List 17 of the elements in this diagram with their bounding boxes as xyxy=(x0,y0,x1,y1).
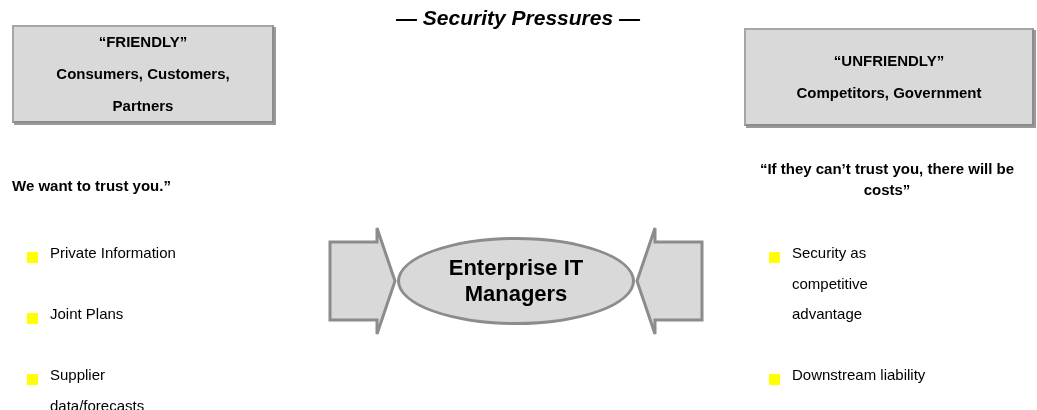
box-heading: “UNFRIENDLY” xyxy=(832,51,946,71)
bullet-text: Private Information xyxy=(50,243,176,263)
quote-text: We want to trust you.” xyxy=(12,176,172,196)
bullet-text: Supplier data/forecasts xyxy=(50,365,146,410)
box-text: Competitors, Government xyxy=(795,83,983,103)
box-heading: “FRIENDLY” xyxy=(97,32,189,52)
bullet-text: Joint Plans xyxy=(50,304,124,324)
quote-text: “If they can’t trust you, there will be costs” xyxy=(758,159,1016,200)
diagram-title: — Security Pressures — xyxy=(395,5,641,31)
block-arrow xyxy=(328,226,397,336)
block-arrow xyxy=(635,226,704,336)
box-text: Consumers, Customers, Partners xyxy=(55,64,231,116)
group-box xyxy=(12,25,274,123)
bullet-text: Security as competitive advantage xyxy=(792,243,869,324)
group-box xyxy=(744,28,1034,126)
bullet-text: Downstream liability xyxy=(792,365,926,385)
node-text: Enterprise IT Managers xyxy=(447,255,585,307)
